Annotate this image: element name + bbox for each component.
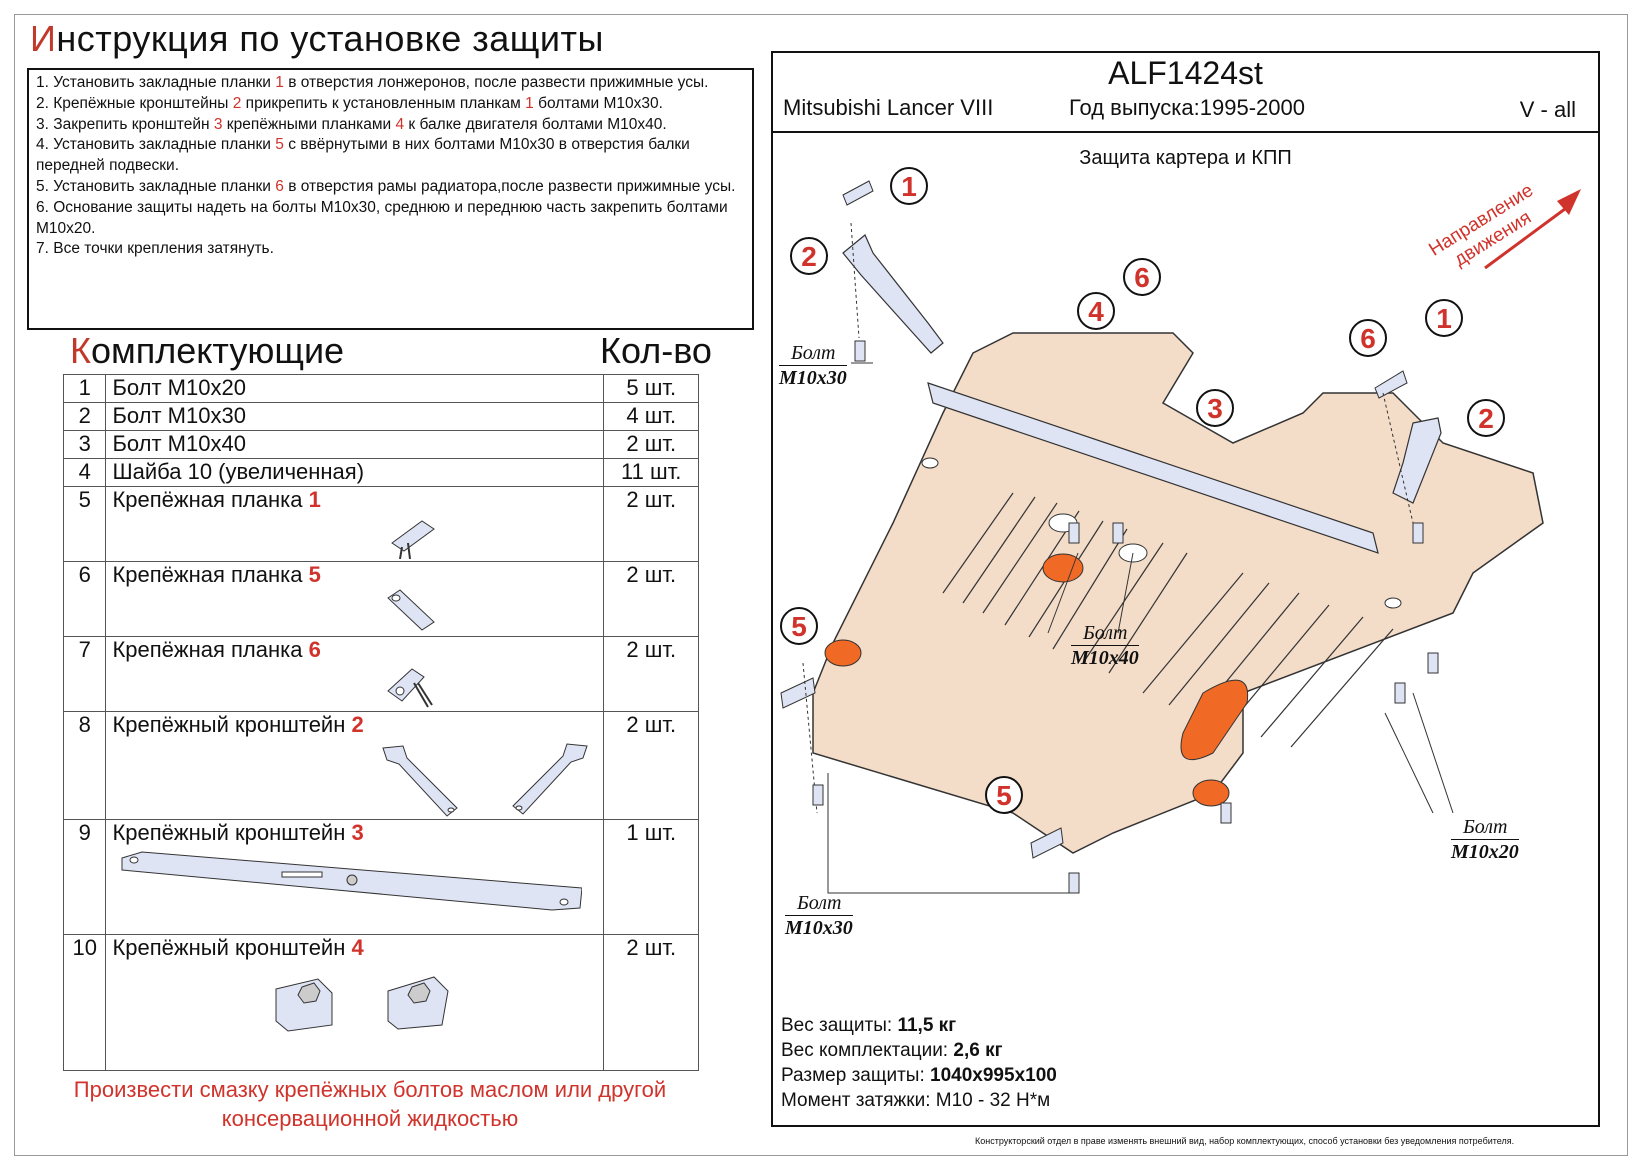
callout-3-icon: 3	[1196, 389, 1234, 427]
table-row: 10 Крепёжный кронштейн 4 2 шт.	[62, 934, 699, 1071]
spec-weight: Вес защиты: 11,5 кг	[781, 1015, 957, 1036]
callout-5-icon: 5	[985, 776, 1023, 814]
instruction-step: 3. Закрепить кронштейн 3 крепёжными план…	[36, 115, 667, 133]
table-row: 7 Крепёжная планка 6 2 шт.	[62, 636, 699, 712]
spec-kit-weight: Вес комплектации: 2,6 кг	[781, 1040, 1003, 1061]
mounting-plate-1-image	[391, 520, 436, 559]
engine-version: V - all	[1519, 97, 1576, 122]
lubrication-note: Произвести смазку крепёжных болтов масло…	[73, 1077, 667, 1131]
diagram-panel: ALF1424st Mitsubishi Lancer VIII Год вып…	[771, 51, 1600, 1127]
instruction-step: 1. Установить закладные планки 1 в отвер…	[36, 74, 709, 91]
plate-5-left-shape	[780, 677, 816, 709]
bolt-label-m10x40: Болт М10х40	[1071, 622, 1139, 669]
instruction-step: 7. Все точки крепления затянуть.	[36, 240, 274, 258]
spec-size: Размер защиты: 1040х995х100	[781, 1065, 1057, 1086]
bracket-2-image	[382, 743, 589, 817]
quantity-title: Кол-во	[600, 330, 712, 371]
bracket-4-image	[275, 976, 449, 1032]
instructions-box: 1. Установить закладные планки 1 в отвер…	[27, 68, 754, 330]
bracket-2-left-shape	[842, 234, 944, 354]
table-row: 9 Крепёжный кронштейн 3 1 шт.	[62, 819, 699, 935]
components-table: 1 Болт М10х20 5 шт. 2 Болт М10х30 4 шт. …	[62, 374, 699, 1071]
callout-1-icon: 1	[890, 167, 928, 205]
table-row: 2 Болт М10х30 4 шт.	[62, 402, 699, 431]
callout-6-icon: 6	[1349, 319, 1387, 357]
mounting-plate-6-image	[387, 668, 434, 708]
direction-arrow-icon	[1484, 189, 1581, 270]
specifications: Вес защиты: 11,5 кг Вес комплектации: 2,…	[781, 1013, 1057, 1113]
svg-text:4: 4	[1088, 296, 1104, 327]
table-row: 5 Крепёжная планка 1 2 шт.	[62, 486, 699, 562]
svg-text:6: 6	[1360, 323, 1376, 354]
instruction-step: 5. Установить закладные планки 6 в отвер…	[36, 177, 736, 195]
callout-circles: 1 2 4 6 3 6 1 2 5 5	[780, 167, 1505, 814]
table-row: 6 Крепёжная планка 5 2 шт.	[62, 561, 699, 637]
bolt-label-m10x30-top: Болт М10х30	[779, 342, 847, 389]
skid-plate-shape	[812, 332, 1544, 854]
svg-text:2: 2	[801, 241, 817, 272]
callout-2-icon: 2	[1467, 399, 1505, 437]
plate-1-right-shape	[1374, 370, 1408, 399]
callout-5-icon: 5	[780, 607, 818, 645]
plate-5-bottom-shape	[1030, 827, 1064, 859]
mounting-plate-5-image	[387, 589, 436, 631]
components-title: Комплектующие	[70, 330, 345, 371]
svg-text:6: 6	[1134, 262, 1150, 293]
diagram-subtitle: Защита картера и КПП	[1079, 147, 1292, 169]
table-row: 3 Болт М10х40 2 шт.	[62, 430, 699, 459]
installation-drawing: 1 2 4 6 3 6 1 2 5 5	[780, 167, 1581, 894]
callout-2-icon: 2	[790, 237, 828, 275]
production-years: Год выпуска:1995-2000	[1069, 95, 1305, 120]
bolt-label-m10x20: Болт М10х20	[1451, 816, 1519, 863]
instruction-step: 4. Установить закладные планки 5 с ввёрн…	[36, 136, 690, 175]
callout-1-icon: 1	[1425, 299, 1463, 337]
bracket-3-image	[121, 851, 583, 911]
table-row: 4 Шайба 10 (увеличенная) 11 шт.	[62, 458, 699, 487]
table-row: 1 Болт М10х20 5 шт.	[62, 374, 699, 403]
spec-torque: Момент затяжки: М10 - 32 Н*м	[781, 1090, 1051, 1111]
diagram-header: ALF1424st Mitsubishi Lancer VIII Год вып…	[773, 53, 1598, 133]
disclaimer: Конструкторский отдел в праве изменять в…	[975, 1136, 1515, 1146]
svg-text:3: 3	[1207, 393, 1223, 424]
instruction-step: 6. Основание защиты надеть на болты М10х…	[36, 198, 728, 237]
callout-6-icon: 6	[1123, 258, 1161, 296]
vehicle-model: Mitsubishi Lancer VIII	[783, 95, 994, 120]
bracket-3-shape	[927, 382, 1379, 554]
svg-text:1: 1	[1436, 303, 1452, 334]
rubber-pad-icon	[824, 553, 1249, 807]
instruction-step: 2. Крепёжные кронштейны 2 прикрепить к у…	[36, 94, 663, 112]
svg-text:1: 1	[901, 171, 917, 202]
bracket-2-right-shape	[1392, 417, 1442, 504]
svg-text:2: 2	[1478, 403, 1494, 434]
bolt-label-m10x30-bottom: Болт М10х30	[785, 892, 853, 939]
product-code: ALF1424st	[1108, 55, 1263, 91]
callout-4-icon: 4	[1077, 292, 1115, 330]
table-row: 8 Крепёжный кронштейн 2 2 шт.	[62, 711, 699, 820]
bolt-icon	[812, 340, 1439, 894]
svg-text:5: 5	[791, 611, 807, 642]
plate-1-left-shape	[842, 180, 874, 206]
page-frame	[14, 14, 1628, 1156]
page-title: Инструкция по установке защиты	[30, 18, 604, 59]
svg-text:5: 5	[996, 780, 1012, 811]
